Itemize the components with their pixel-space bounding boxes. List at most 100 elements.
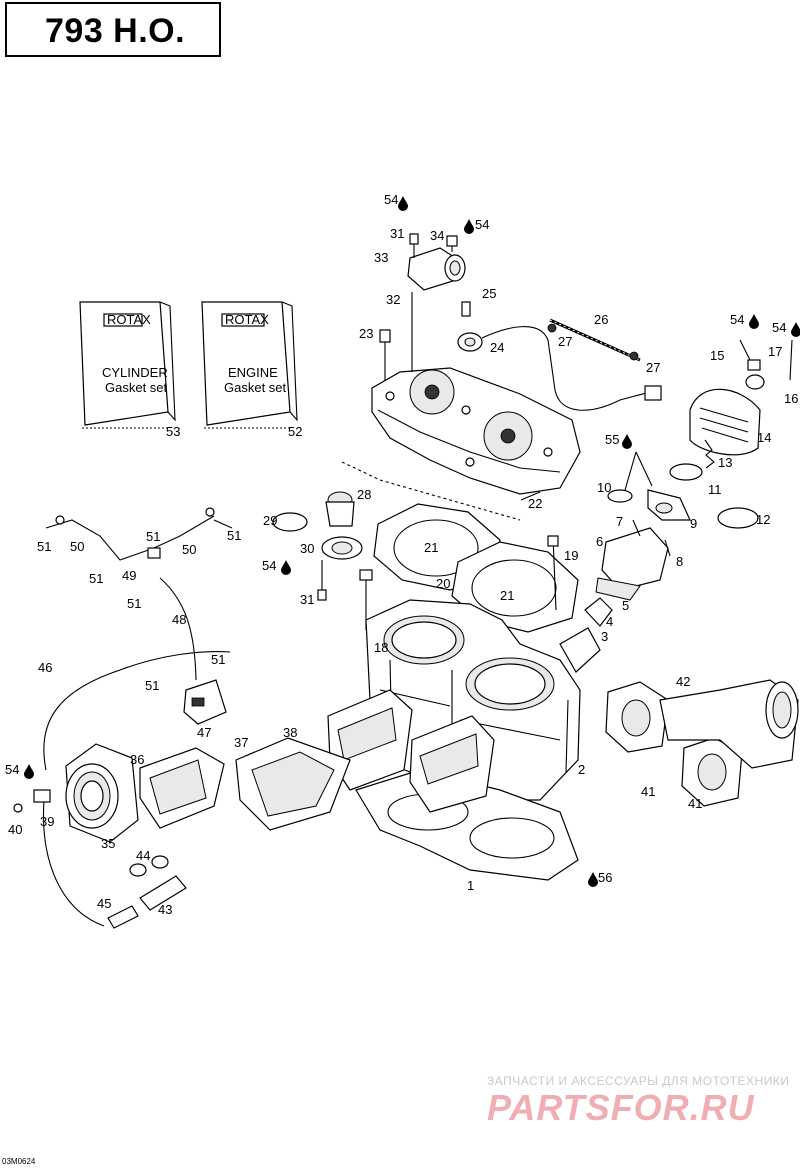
callout-label: 37 xyxy=(234,735,248,750)
callout-label: 12 xyxy=(756,512,770,527)
callout-label: 11 xyxy=(708,482,722,497)
callout-label: 34 xyxy=(430,228,444,243)
callout-label: 14 xyxy=(757,430,771,445)
valve-part[interactable] xyxy=(647,489,691,521)
callout-label: 54 xyxy=(730,312,744,327)
callout-label: 10 xyxy=(597,480,611,495)
drawing-code: 03M0624 xyxy=(2,1157,36,1166)
thermostat-part[interactable] xyxy=(272,491,363,560)
rave-valve-part[interactable] xyxy=(559,519,671,673)
callout-label: 54 xyxy=(772,320,786,335)
callout-label: 50 xyxy=(182,542,196,557)
callout-label: 2 xyxy=(578,762,585,777)
oil-drop-icon xyxy=(749,314,759,329)
rod-part[interactable] xyxy=(547,318,641,362)
callout-label: 6 xyxy=(596,534,603,549)
oil-drop-icon xyxy=(24,764,34,779)
callout-label: 19 xyxy=(564,548,578,563)
watermark-logo[interactable]: PARTSFOR.RU xyxy=(487,1087,755,1128)
callout-label: 44 xyxy=(136,848,150,863)
oil-drop-icon xyxy=(622,434,632,449)
callout-label: 35 xyxy=(101,836,115,851)
callout-label: 9 xyxy=(690,516,697,531)
reed-valve-part[interactable] xyxy=(139,689,495,831)
callout-label: 51 xyxy=(146,529,160,544)
callout-label: 50 xyxy=(70,539,84,554)
callout-label: 54 xyxy=(384,192,398,207)
callout-label: 51 xyxy=(37,539,51,554)
callout-label: 54 xyxy=(262,558,276,573)
callout-label: 46 xyxy=(38,660,52,675)
gasket-kit-cylinder[interactable]: ROTAX CYLINDER Gasket set 53 xyxy=(79,301,180,439)
callout-label: 27 xyxy=(646,360,660,375)
oil-drop-icon xyxy=(791,322,800,337)
callout-label: 41 xyxy=(641,784,655,799)
solenoid-part[interactable] xyxy=(183,679,227,725)
gasket-kit-line2: Gasket set xyxy=(224,380,287,395)
callout-label: 51 xyxy=(227,528,241,543)
callout-label: 15 xyxy=(710,348,724,363)
callout-label: 25 xyxy=(482,286,496,301)
callout-label: 45 xyxy=(97,896,111,911)
gasket-kit-line1: CYLINDER xyxy=(102,365,168,380)
callout-52: 52 xyxy=(288,424,302,439)
callout-label: 55 xyxy=(605,432,619,447)
callout-label: 33 xyxy=(374,250,388,265)
callout-label: 28 xyxy=(357,487,371,502)
hose-part[interactable] xyxy=(107,855,187,929)
callout-label: 54 xyxy=(475,217,489,232)
callout-label: 56 xyxy=(598,870,612,885)
head-gasket-part[interactable] xyxy=(373,503,579,633)
carb-adapter-part[interactable] xyxy=(65,743,139,843)
callout-label: 21 xyxy=(424,540,438,555)
callout-label: 51 xyxy=(89,571,103,586)
callout-label: 17 xyxy=(768,344,782,359)
gasket-kit-engine[interactable]: ROTAX ENGINE Gasket set 52 xyxy=(201,301,302,439)
callout-label: 51 xyxy=(211,652,225,667)
valve-cover-part[interactable] xyxy=(689,339,793,456)
exhaust-manifold-part[interactable] xyxy=(605,679,799,807)
callout-label: 32 xyxy=(386,292,400,307)
gasket-kit-brand: ROTAX xyxy=(225,312,269,327)
callout-label: 38 xyxy=(283,725,297,740)
callout-label: 18 xyxy=(374,640,388,655)
callout-label: 48 xyxy=(172,612,186,627)
callout-label: 42 xyxy=(676,674,690,689)
callout-label: 21 xyxy=(500,588,514,603)
oil-drop-icon xyxy=(398,196,408,211)
bolt-part[interactable] xyxy=(379,329,391,380)
callout-label: 40 xyxy=(8,822,22,837)
watermark-text: ЗАПЧАСТИ И АКСЕССУАРЫ ДЛЯ МОТОТЕХНИКИ xyxy=(487,1074,790,1088)
oil-drop-icons xyxy=(24,196,800,887)
callout-label: 31 xyxy=(300,592,314,607)
cylinder-head-part[interactable] xyxy=(371,367,581,495)
callout-label: 13 xyxy=(718,455,732,470)
oil-drop-icon xyxy=(281,560,291,575)
gasket-kit-line2: Gasket set xyxy=(105,380,168,395)
callout-label: 22 xyxy=(528,496,542,511)
callout-label: 29 xyxy=(263,513,277,528)
callout-label: 51 xyxy=(145,678,159,693)
temperature-sensor-part[interactable] xyxy=(457,301,662,411)
callout-label: 39 xyxy=(40,814,54,829)
callout-label: 36 xyxy=(130,752,144,767)
callout-label: 43 xyxy=(158,902,172,917)
page-title-box: 793 H.O. xyxy=(5,2,221,57)
callout-label: 3 xyxy=(601,629,608,644)
callout-label: 23 xyxy=(359,326,373,341)
callout-label: 1 xyxy=(467,878,474,893)
callout-label: 47 xyxy=(197,725,211,740)
gasket-kit-brand: ROTAX xyxy=(107,312,151,327)
oil-drop-icon xyxy=(464,219,474,234)
page-title: 793 H.O. xyxy=(45,12,186,50)
callout-label: 27 xyxy=(558,334,572,349)
callout-label: 7 xyxy=(616,514,623,529)
gasket-kit-line1: ENGINE xyxy=(228,365,278,380)
water-outlet-part[interactable] xyxy=(407,247,466,291)
oil-drop-icon xyxy=(588,872,598,887)
callout-label: 4 xyxy=(606,614,613,629)
callout-label: 8 xyxy=(676,554,683,569)
callout-label: 24 xyxy=(490,340,504,355)
callout-label: 31 xyxy=(390,226,404,241)
